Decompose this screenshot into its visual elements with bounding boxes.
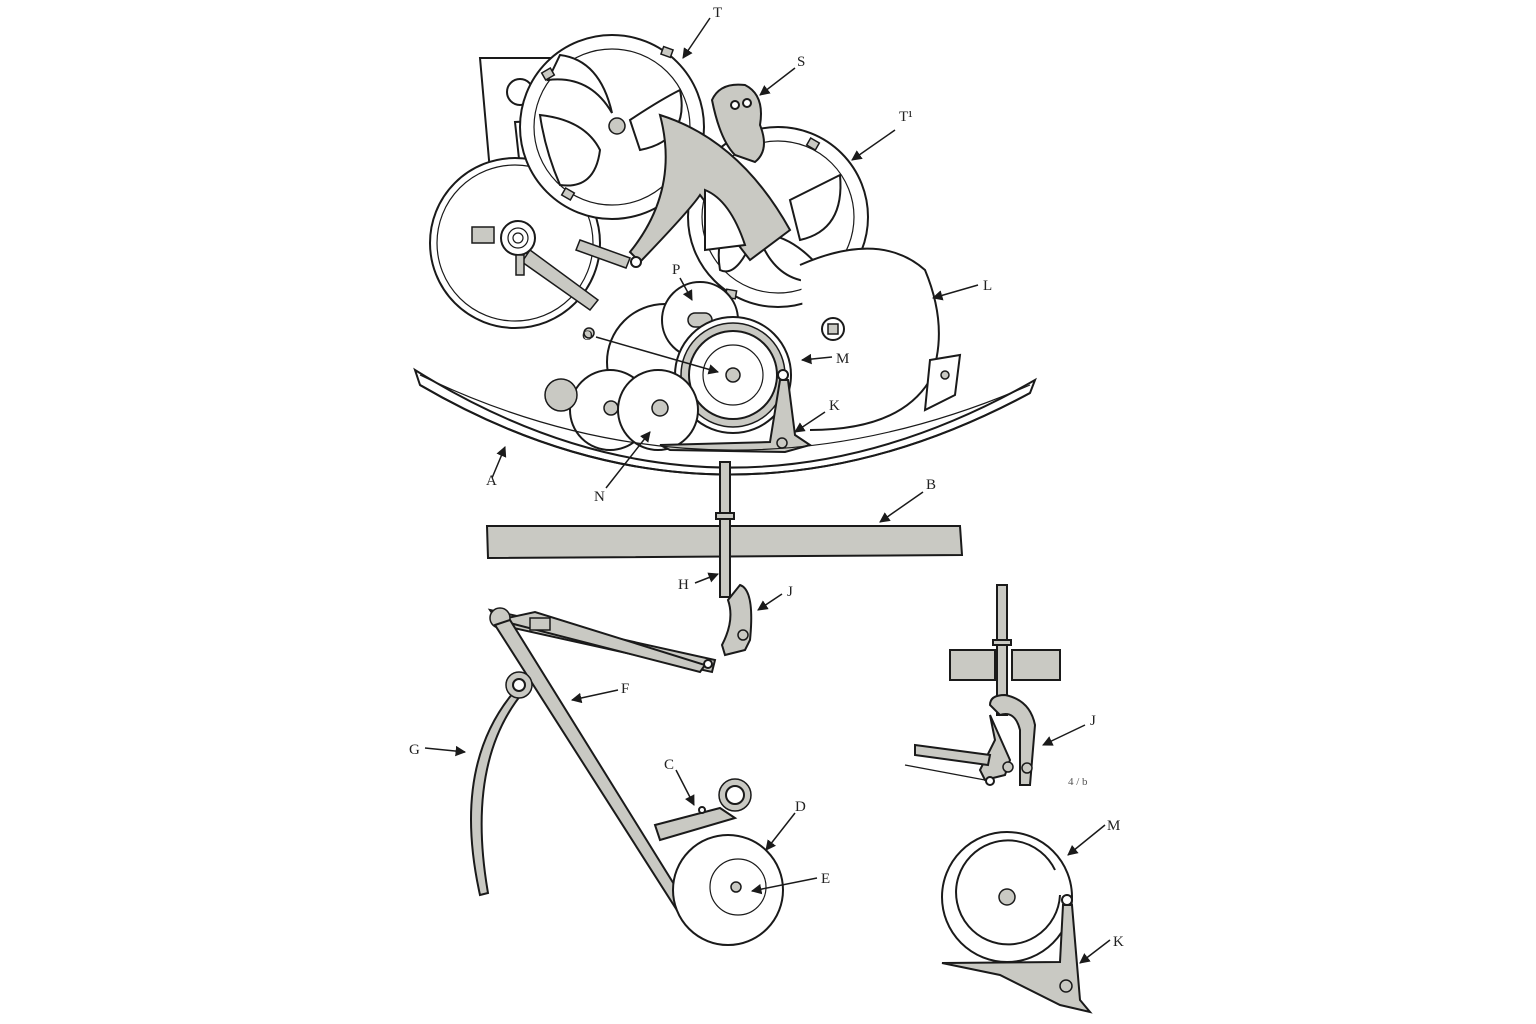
part-s bbox=[710, 83, 765, 164]
label-f: F bbox=[621, 681, 629, 697]
spring-f bbox=[493, 618, 692, 917]
label-e: E bbox=[821, 871, 830, 887]
plate-l bbox=[799, 247, 962, 431]
label-l: L bbox=[983, 278, 992, 294]
wheel-t bbox=[519, 34, 705, 220]
label-k: K bbox=[829, 398, 840, 414]
label-a: A bbox=[486, 473, 497, 489]
cam-d bbox=[672, 834, 784, 946]
label-n: N bbox=[594, 489, 605, 505]
lever-assembly bbox=[487, 583, 753, 674]
spring-g bbox=[470, 671, 533, 897]
label-o: O bbox=[582, 328, 593, 344]
label-t: T bbox=[713, 5, 722, 21]
label-t1: T¹ bbox=[899, 109, 913, 125]
detail-view-mk bbox=[941, 831, 1093, 1014]
label-j: J bbox=[787, 584, 793, 600]
lever-k-main bbox=[659, 369, 813, 454]
detail-label-m: M bbox=[1107, 818, 1120, 834]
label-c: C bbox=[664, 757, 674, 773]
gear-train bbox=[544, 281, 792, 451]
label-h: H bbox=[678, 577, 689, 593]
label-b: B bbox=[926, 477, 936, 493]
label-m: M bbox=[836, 351, 849, 367]
lever-c bbox=[653, 778, 752, 842]
detail-label-k: K bbox=[1113, 934, 1124, 950]
label-s: S bbox=[797, 54, 805, 70]
detail-label-j: J bbox=[1090, 713, 1096, 729]
label-d: D bbox=[795, 799, 806, 815]
label-g: G bbox=[409, 742, 420, 758]
callout-arrows bbox=[424, 17, 1111, 964]
arbor-h bbox=[715, 461, 735, 598]
detail-caption: 4 / b bbox=[1068, 776, 1088, 788]
label-p: P bbox=[672, 262, 680, 278]
detail-view-j bbox=[904, 584, 1061, 786]
sector-arm bbox=[628, 113, 792, 268]
